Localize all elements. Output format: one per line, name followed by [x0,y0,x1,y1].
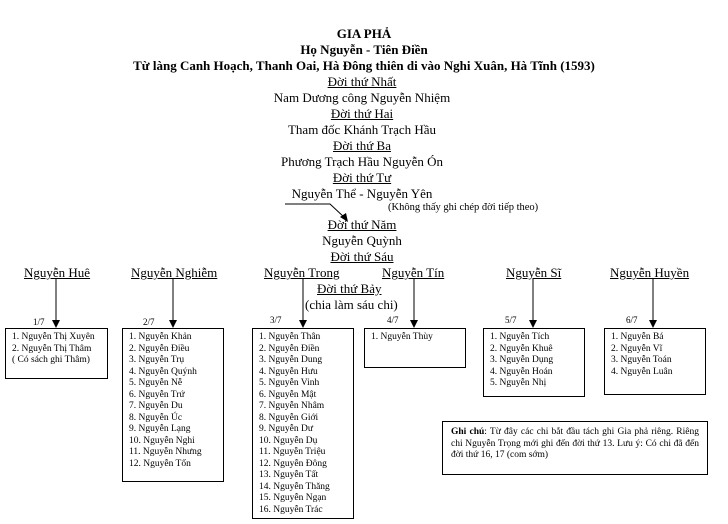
branch-name-2: Nguyễn Nghiễm [131,265,218,280]
child-item: 8. Nguyễn Giới [259,412,319,423]
doc-title: GIA PHẢ [336,26,392,41]
arrowhead-the-to-nam [340,213,348,222]
arrow-the-to-nam [285,203,346,219]
branch-arrow-6 [649,320,657,328]
child-item: 1. Nguyễn Thân [259,332,321,342]
footnote-label: Ghi chú [451,427,485,437]
branch-arrow-3 [299,320,307,328]
branch-name-6: Nguyễn Huyền [610,265,690,280]
family-name: Họ Nguyễn - Tiên Điền [300,42,428,57]
child-item: 8. Nguyễn Úc [129,412,183,423]
child-item: 12. Nguyễn Đông [259,458,327,469]
child-item: 10. Nguyễn Nghi [129,435,195,446]
child-item: 14. Nguyễn Thăng [259,481,330,492]
branch-arrow-1 [52,320,60,328]
child-item: 2. Nguyễn Điền [259,343,320,354]
generation-name-5: Nguyễn Quỳnh [322,233,402,248]
generation-label-5: Đời thứ Năm [327,217,397,232]
generation-label-3: Đời thứ Ba [333,138,391,153]
generation-label-6: Đời thứ Sáu [330,249,394,264]
child-item: 3. Nguyễn Trụ [129,355,185,365]
generation-name-1: Nam Dương công Nguyễn Nhiệm [273,90,451,105]
child-item: 4. Nguyễn Luân [611,366,673,377]
child-item: 5. Nguyễn Nhị [490,378,547,388]
generation-name-2: Tham đốc Khánh Trạch Hầu [287,122,437,137]
child-item: 1. Nguyễn Khản [129,332,192,342]
child-item: 3. Nguyễn Dụng [490,355,554,365]
child-item: 11. Nguyễn Triệu [259,447,326,457]
generation-label-4: Đời thứ Tư [332,170,392,185]
branch-name-5: Nguyễn Sĩ [506,265,562,280]
generation-name-3: Phương Trạch Hầu Nguyễn Ón [281,154,443,169]
children-box-6: 1. Nguyễn Bá 2. Nguyễn Vĩ 3. Nguyễn Toán… [604,328,706,395]
generation-note-4: (Không thấy ghi chép đời tiếp theo) [388,202,539,213]
child-item: 10. Nguyễn Dụ [259,435,318,446]
child-item: 1. Nguyễn Tích [490,332,550,342]
branch-fraction-4: 4/7 [387,315,399,325]
child-note: ( Có sách ghi Thâm) [12,355,90,365]
child-item: 4. Nguyễn Hoán [490,366,553,377]
child-item: 7. Nguyễn Du [129,401,183,411]
generation-label-1: Đời thứ Nhất [327,74,397,89]
child-item: 15. Nguyễn Ngạn [259,493,327,503]
child-item: 6. Nguyễn Trứ [129,389,185,400]
child-item: 1. Nguyễn Thị Xuyên [12,332,95,342]
branch-fraction-6: 6/7 [626,315,638,325]
child-item: 7. Nguyễn Nhâm [259,401,325,411]
children-box-5: 1. Nguyễn Tích 2. Nguyễn Khuê 3. Nguyễn … [483,328,585,397]
child-item: 1. Nguyễn Thùy [371,332,433,342]
branch-arrow-5 [529,320,537,328]
origin-line: Từ làng Canh Hoạch, Thanh Oai, Hà Đông t… [133,58,595,73]
children-box-1: 1. Nguyễn Thị Xuyên 2. Nguyễn Thị Thâm (… [5,328,108,379]
child-item: 9. Nguyễn Lạng [129,424,191,434]
child-item: 2. Nguyễn Khuê [490,343,553,354]
footnote-text: : Từ đây các chi bắt đầu tách ghi Gia ph… [451,427,699,460]
child-item: 3. Nguyễn Dung [259,355,323,365]
child-item: 4. Nguyễn Hưu [259,366,318,377]
footnote-box: Ghi chú: Từ đây các chi bắt đầu tách ghi… [442,421,708,475]
branch-name-1: Nguyễn Huê [24,265,91,280]
child-item: 16. Nguyễn Trác [259,504,323,515]
child-item: 2. Nguyễn Thị Thâm [12,343,92,354]
branch-fraction-2: 2/7 [143,317,155,327]
generation-label-7: Đời thứ Bảy [317,281,382,296]
child-item: 12. Nguyễn Tốn [129,458,191,469]
children-box-4: 1. Nguyễn Thùy [364,328,466,368]
child-item: 6. Nguyễn Mật [259,389,317,400]
branch-fraction-5: 5/7 [505,315,517,325]
branch-fraction-1: 1/7 [33,317,45,327]
child-item: 9. Nguyễn Dư [259,424,313,434]
child-item: 4. Nguyễn Quýnh [129,366,197,377]
branch-fraction-3: 3/7 [270,315,282,325]
child-item: 11. Nguyễn Nhưng [129,447,202,457]
generation-name-4: Nguyễn Thể - Nguyễn Yên [291,186,433,201]
children-box-3: 1. Nguyễn Thân 2. Nguyễn Điền 3. Nguyễn … [252,328,354,519]
child-item: 5. Nguyễn Nễ [129,378,183,388]
child-item: 1. Nguyễn Bá [611,332,664,342]
generation-label-2: Đời thứ Hai [330,106,394,121]
generation-note-7: (chia làm sáu chi) [305,297,398,312]
child-item: 3. Nguyễn Toán [611,355,672,365]
child-item: 5. Nguyễn Vinh [259,378,320,388]
child-item: 13. Nguyễn Tất [259,470,319,480]
branch-name-4: Nguyễn Tín [382,265,445,280]
branch-name-3: Nguyễn Trong [264,265,340,280]
branch-arrow-4 [410,320,418,328]
branch-arrow-2 [169,320,177,328]
child-item: 2. Nguyễn Vĩ [611,343,663,354]
children-box-2: 1. Nguyễn Khản 2. Nguyễn Điều 3. Nguyễn … [122,328,224,482]
child-item: 2. Nguyễn Điều [129,343,190,354]
